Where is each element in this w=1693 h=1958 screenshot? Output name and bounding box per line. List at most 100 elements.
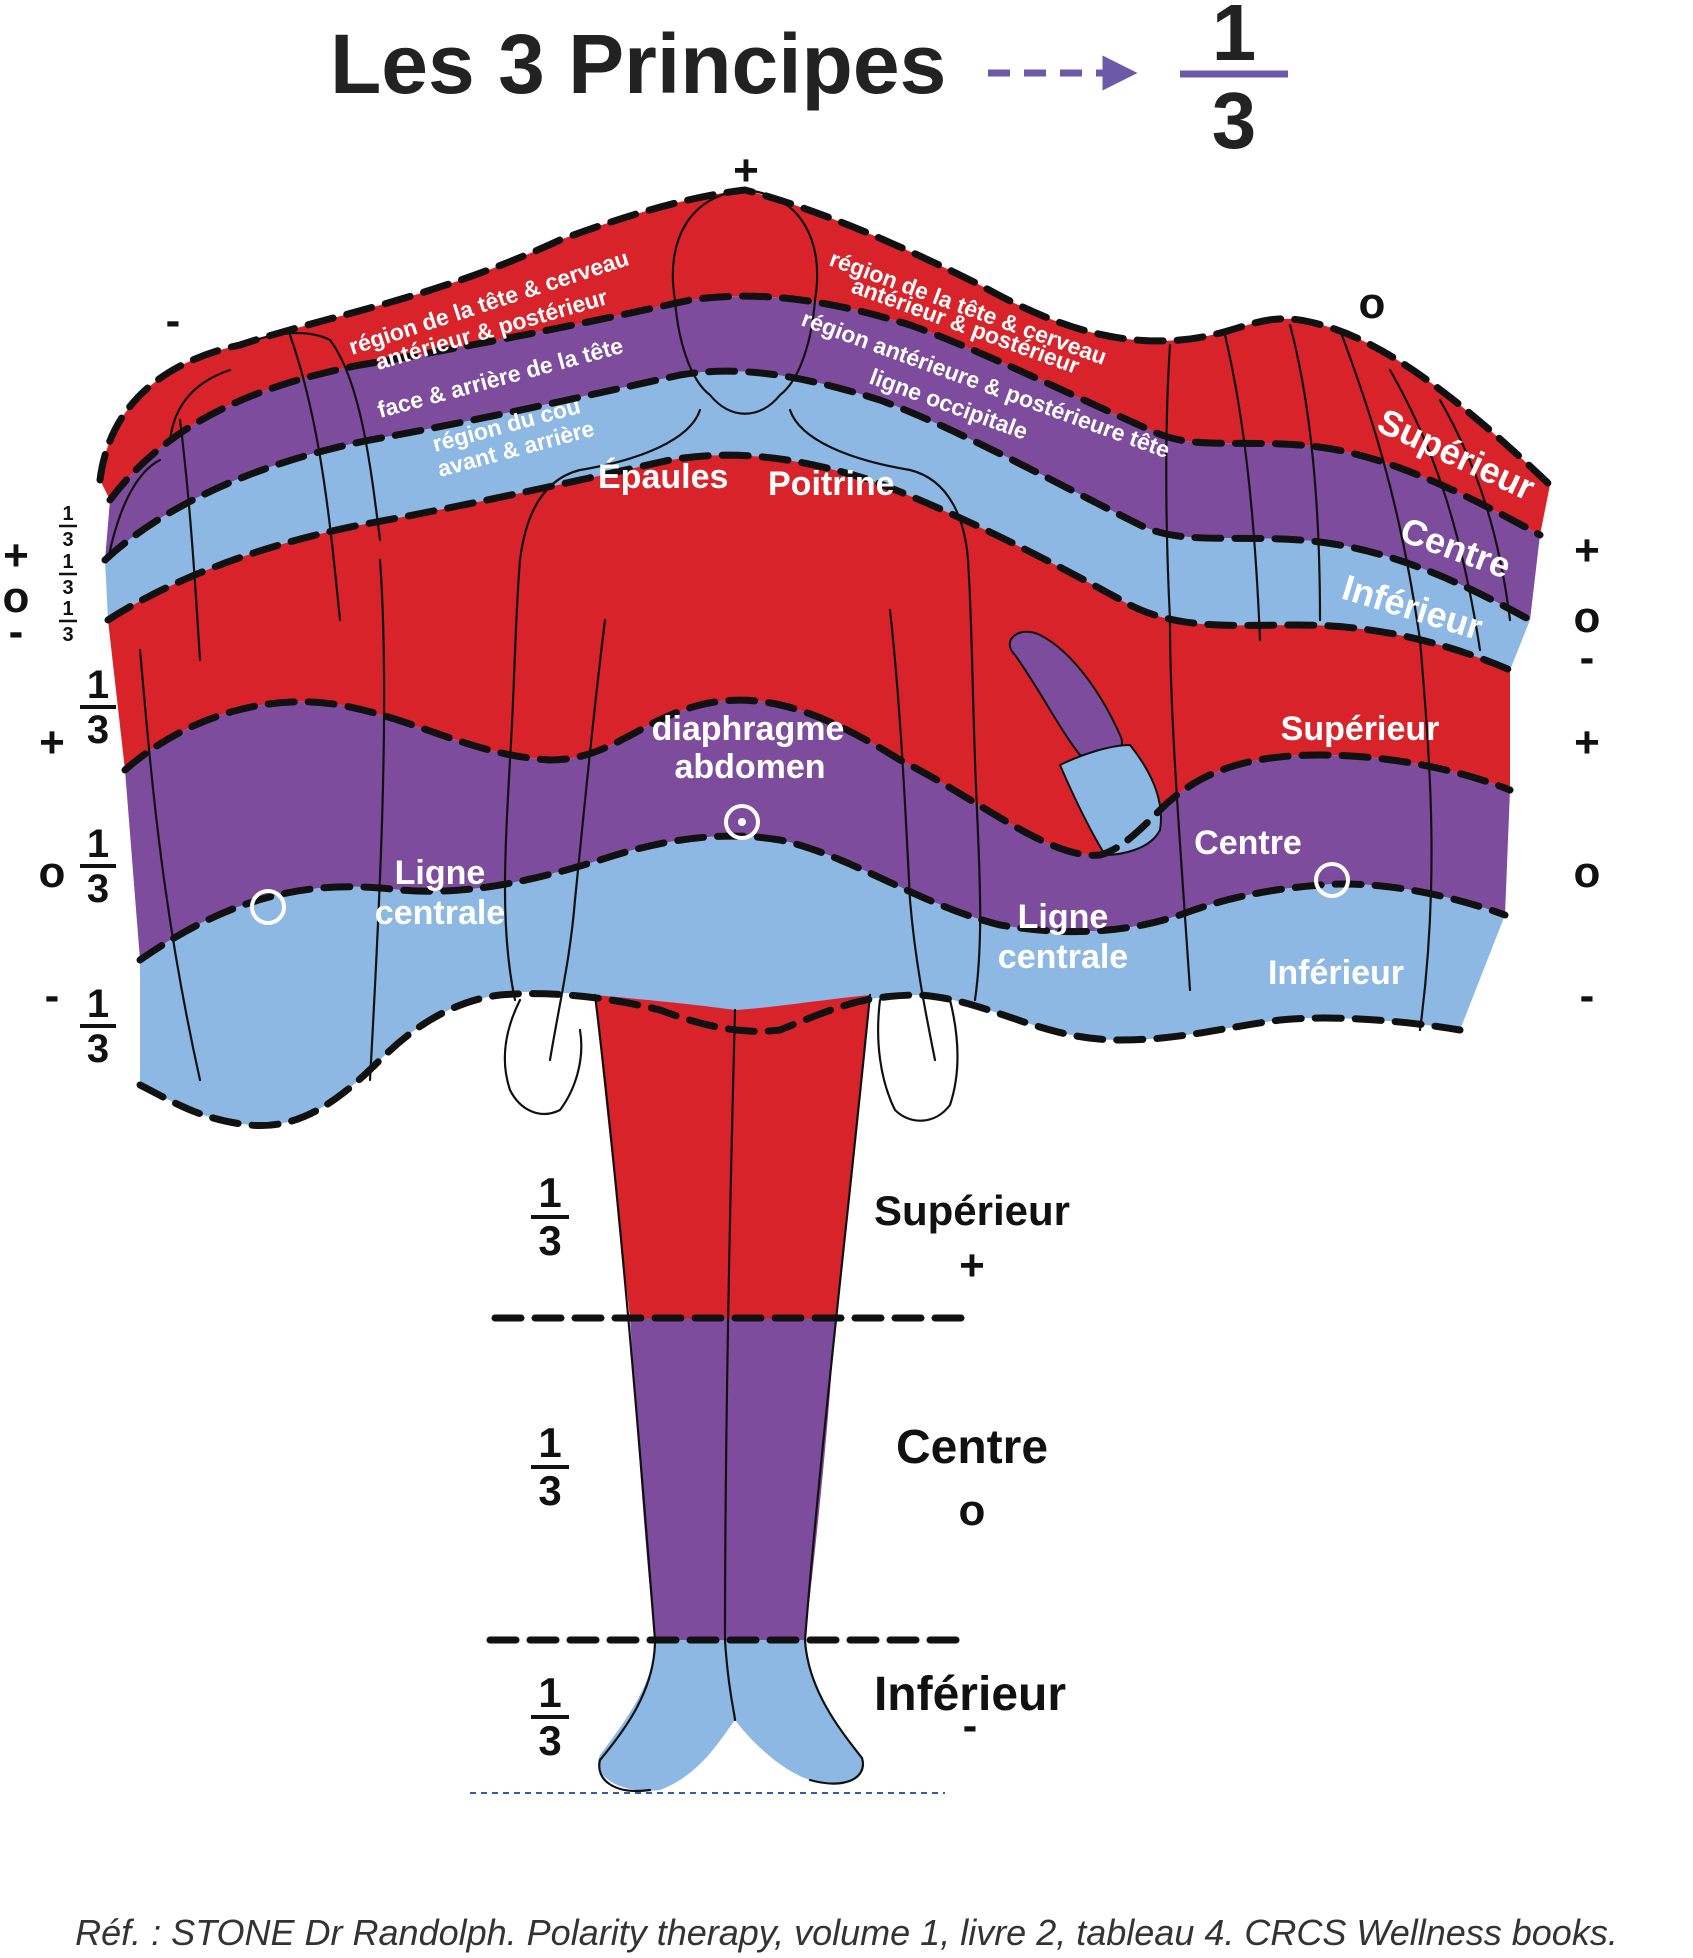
dash-torso-1 [121,696,1514,859]
leg-outline-inner [723,1008,737,1722]
hand-right [877,998,959,1122]
label-centrale-right: centrale [998,938,1128,976]
hand-left [503,998,583,1115]
head-outline [671,188,819,415]
torso-outline-left [503,408,702,1002]
dash-torso-bottom [136,990,1464,1130]
frac-head-3-den: 3 [62,624,73,646]
dash-torso-2 [136,832,1509,964]
frac-leg-3-num: 1 [538,1669,561,1716]
left-side-outline [138,558,386,1082]
sign-top-plus: + [733,146,759,195]
sign-left-head-o: o [3,573,30,622]
fractions-legs: 1 3 1 3 1 3 [531,1169,569,1764]
sign-right-torso-plus: + [1574,718,1600,767]
label-centrale-left: centrale [375,894,505,932]
arm-inner-left [548,618,607,1062]
label-ligne-left: Ligne [395,854,486,892]
label-centre-torso: Centre [1194,824,1302,862]
torso-band-inferieur [140,836,1505,1126]
torso-bands [108,455,1510,1126]
sign-right-head-o: o [1574,593,1601,642]
sign-top-left-minus: - [166,296,181,345]
torso-labels: Épaules Poitrine diaphragme abdomen Lign… [375,458,1440,992]
frac-leg-1-den: 3 [538,1217,561,1264]
torso-band-centre [125,700,1510,960]
leg-outline-left [593,993,657,1793]
sign-left-head-plus: + [3,531,29,580]
right-fingers [1165,323,1512,652]
legs [595,995,870,1791]
frac-torso-2-den: 3 [87,867,109,911]
reference-citation: Réf. : STONE Dr Randolph. Polarity thera… [75,1912,1618,1953]
centre-markers [250,804,1350,925]
title-fraction-denominator: 3 [1212,76,1257,165]
frac-torso-1-den: 3 [87,708,109,752]
dash-head-1 [106,292,1544,539]
head-band-superieur [100,190,1550,535]
thumb-shape [1008,630,1123,758]
sign-right-head-plus: + [1574,526,1600,575]
sign-left-torso-o: o [39,848,66,897]
leg-outline-right [803,993,872,1785]
head-bands [100,190,1550,670]
frac-torso-3-num: 1 [87,982,109,1026]
label-epaules: Épaules [598,458,728,496]
torso-band-superieur [108,455,1510,856]
leg-sign-superieur: + [959,1241,985,1290]
label-diaphragme: diaphragme [652,710,845,748]
dash-head-top [96,186,1554,489]
thumb-lower [1058,743,1162,857]
frac-head-1-den: 3 [62,529,73,551]
sign-left-head-minus: - [9,607,24,656]
leg-label-centre: Centre [896,1421,1048,1474]
leg-inferieur [598,1640,863,1791]
leg-sign-centre: o [959,1486,986,1535]
label-inferieur-torso: Inférieur [1268,954,1404,992]
frac-leg-2-den: 3 [538,1467,561,1514]
frac-leg-2-num: 1 [538,1419,561,1466]
body-outline [106,188,1512,1793]
leg-sign-inferieur: - [963,1701,978,1750]
sign-right-torso-minus: - [1580,971,1595,1020]
sign-left-torso-minus: - [45,971,60,1020]
centre-marker-middle [724,804,760,840]
label-ligne-right: Ligne [1018,898,1109,936]
dash-head-3 [104,451,1514,674]
head-band-centre [105,296,1540,620]
fractions-head-left: 1 3 1 3 1 3 [59,503,77,646]
polarity-signs: + - o + o - + o - + o - + o - [3,146,1601,1020]
head-band-inferieur [105,371,1530,670]
leg-centre [630,1318,835,1640]
frac-torso-2-num: 1 [87,822,109,866]
torso-outline-right [788,408,982,1002]
frac-torso-1-num: 1 [87,663,109,707]
leg-label-superieur: Supérieur [874,1187,1070,1234]
sign-left-torso-plus: + [39,718,65,767]
sign-right-torso-o: o [1574,848,1601,897]
label-superieur-torso: Supérieur [1281,710,1440,748]
sign-right-head-minus: - [1580,633,1595,682]
dash-head-2 [101,367,1534,624]
frac-head-2-num: 1 [62,551,73,573]
frac-leg-1-num: 1 [538,1169,561,1216]
leg-labels: Supérieur + Centre o Inférieur - [874,1187,1070,1750]
label-poitrine: Poitrine [768,465,895,503]
fractions-torso-left: 1 3 1 3 1 3 [80,663,116,1071]
frac-head-1-num: 1 [62,503,73,525]
dashed-boundaries [96,186,1554,1794]
right-side-outline [1168,618,1433,1032]
frac-head-2-den: 3 [62,577,73,599]
leg-label-inferieur: Inférieur [874,1668,1066,1721]
arm-inner-right [888,608,937,1062]
label-abdomen: abdomen [674,748,825,786]
left-fingers [106,332,382,662]
frac-head-3-num: 1 [62,598,73,620]
title-fraction-numerator: 1 [1212,0,1257,77]
frac-leg-3-den: 3 [538,1717,561,1764]
sign-top-right-o: o [1359,279,1386,328]
centre-marker-right [1314,862,1350,898]
page-title: Les 3 Principes [330,17,946,111]
frac-torso-3-den: 3 [87,1027,109,1071]
centre-marker-left [250,889,286,925]
